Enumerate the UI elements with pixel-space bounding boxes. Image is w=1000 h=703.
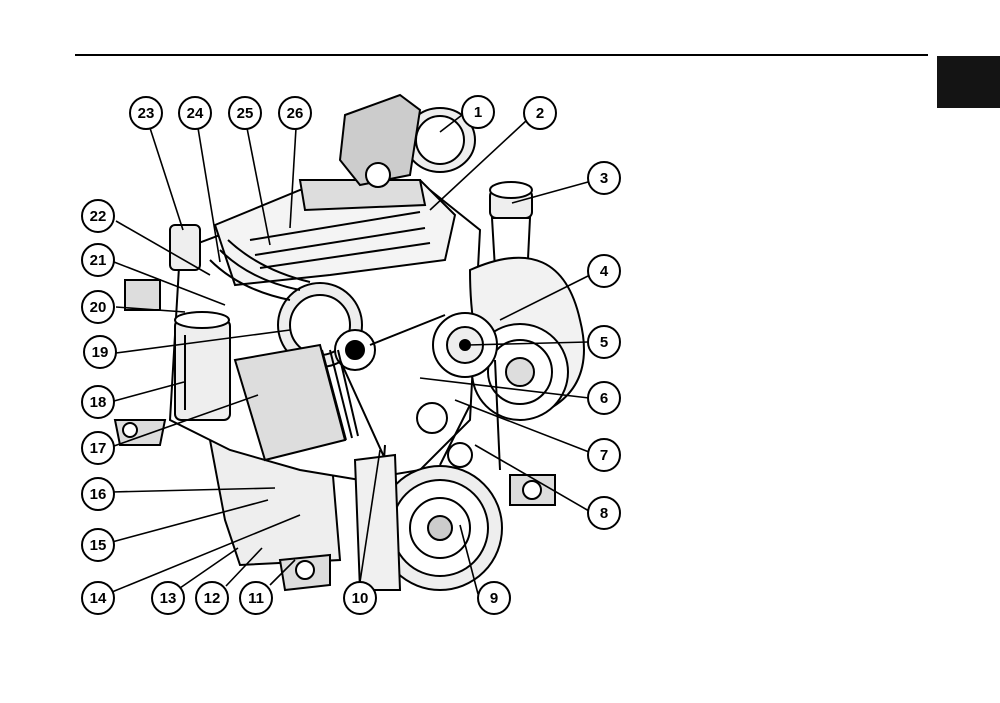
callout-number: 1 xyxy=(474,104,482,121)
callout-number: 3 xyxy=(600,170,608,187)
callout-5: 5 xyxy=(587,325,621,359)
callout-number: 5 xyxy=(600,334,608,351)
callout-circle xyxy=(278,96,312,130)
callout-number: 14 xyxy=(90,590,107,607)
header-rule xyxy=(75,54,928,56)
leader-lines xyxy=(111,114,591,595)
callout-circle xyxy=(195,581,229,615)
callout-circle xyxy=(587,161,621,195)
callout-number: 10 xyxy=(352,590,369,607)
callout-6: 6 xyxy=(587,381,621,415)
callout-19: 19 xyxy=(83,335,117,369)
callout-circle xyxy=(81,385,115,419)
callout-14: 14 xyxy=(81,581,115,615)
callout-number: 23 xyxy=(138,105,155,122)
callout-circle xyxy=(477,581,511,615)
callout-15: 15 xyxy=(81,528,115,562)
callout-circle xyxy=(81,290,115,324)
callout-18: 18 xyxy=(81,385,115,419)
callout-circle xyxy=(81,477,115,511)
callout-circle xyxy=(523,96,557,130)
callout-number: 8 xyxy=(600,505,608,522)
callout-2: 2 xyxy=(523,96,557,130)
callout-number: 16 xyxy=(90,486,107,503)
callout-circle xyxy=(587,496,621,530)
callout-7: 7 xyxy=(587,438,621,472)
callout-circle xyxy=(228,96,262,130)
callout-25: 25 xyxy=(228,96,262,130)
callout-10: 10 xyxy=(343,581,377,615)
callout-circle xyxy=(343,581,377,615)
callout-number: 7 xyxy=(600,447,608,464)
callout-circle xyxy=(83,335,117,369)
callout-number: 9 xyxy=(490,590,498,607)
callout-number: 17 xyxy=(90,440,107,457)
callout-9: 9 xyxy=(477,581,511,615)
callout-26: 26 xyxy=(278,96,312,130)
callout-22: 22 xyxy=(81,199,115,233)
callout-circle xyxy=(587,325,621,359)
callout-21: 21 xyxy=(81,243,115,277)
callout-24: 24 xyxy=(178,96,212,130)
callout-circle xyxy=(81,528,115,562)
callout-number: 24 xyxy=(187,105,204,122)
callout-number: 20 xyxy=(90,299,107,316)
callout-number: 25 xyxy=(237,105,254,122)
callout-number: 2 xyxy=(536,105,544,122)
callout-23: 23 xyxy=(129,96,163,130)
callout-circle xyxy=(129,96,163,130)
callout-circle xyxy=(81,581,115,615)
callout-16: 16 xyxy=(81,477,115,511)
callout-8: 8 xyxy=(587,496,621,530)
callout-circle xyxy=(239,581,273,615)
callout-3: 3 xyxy=(587,161,621,195)
callout-12: 12 xyxy=(195,581,229,615)
callout-number: 6 xyxy=(600,390,608,407)
callout-circle xyxy=(81,431,115,465)
callout-circle xyxy=(81,199,115,233)
callout-circle xyxy=(587,438,621,472)
section-tab xyxy=(937,56,1000,108)
callout-1: 1 xyxy=(461,95,495,129)
callout-20: 20 xyxy=(81,290,115,324)
callout-number: 11 xyxy=(248,590,264,607)
callout-13: 13 xyxy=(151,581,185,615)
callout-circle xyxy=(587,254,621,288)
callout-number: 26 xyxy=(287,105,304,122)
callout-11: 11 xyxy=(239,581,273,615)
callout-number: 22 xyxy=(90,208,107,225)
callout-circle xyxy=(178,96,212,130)
callout-number: 4 xyxy=(600,263,609,280)
callout-circle xyxy=(81,243,115,277)
callout-number: 19 xyxy=(92,344,109,361)
callout-number: 13 xyxy=(160,590,177,607)
callout-number: 15 xyxy=(90,537,107,554)
engine-illustration xyxy=(113,93,585,592)
callout-number: 18 xyxy=(90,394,107,411)
callout-17: 17 xyxy=(81,431,115,465)
callout-circle xyxy=(461,95,495,129)
callout-4: 4 xyxy=(587,254,621,288)
callout-number: 21 xyxy=(90,252,107,269)
callout-circle xyxy=(151,581,185,615)
callout-number: 12 xyxy=(204,590,221,607)
callout-circle xyxy=(587,381,621,415)
